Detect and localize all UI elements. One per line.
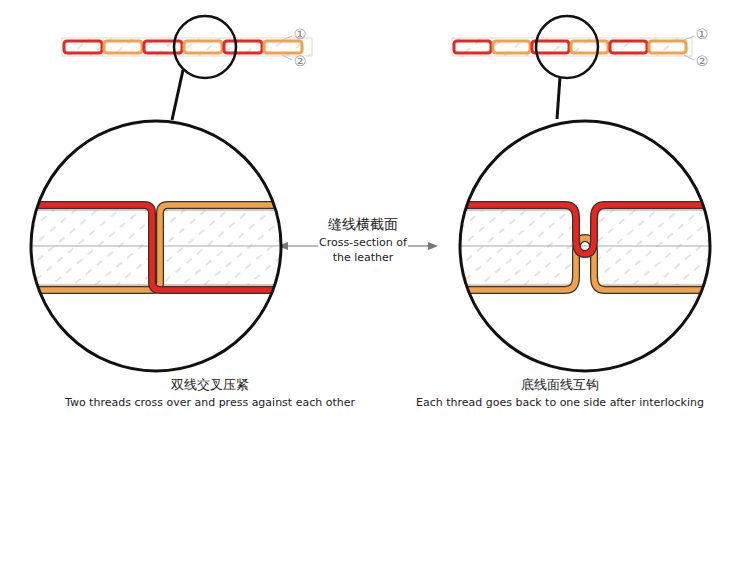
top-thread (457, 205, 713, 254)
magnified-view: 双线交叉压紧 Two threads cross over and press a… (20, 118, 400, 418)
leather-section (28, 210, 149, 285)
stitch-link (532, 41, 569, 53)
stitch-link (104, 41, 142, 53)
section-subtitle: Cross-section of the leather (316, 236, 410, 266)
stitch-link (64, 41, 102, 53)
callout-leader (282, 55, 292, 60)
callout-leader (282, 36, 292, 40)
leather-section (457, 210, 578, 285)
stitch-link (184, 41, 222, 53)
circle-shape (28, 118, 284, 374)
magnified-view: 底线面线互钩 Each thread goes back to one side … (370, 118, 750, 418)
section-title: 缝线横截面 (313, 215, 413, 234)
magnified-circle (31, 121, 281, 371)
stitch-link (493, 41, 530, 53)
arrow-head (428, 242, 438, 250)
leather-strip (62, 38, 312, 56)
magnifier-ring (536, 16, 598, 78)
top-thread (28, 205, 284, 290)
leather-strip (452, 38, 692, 56)
stitch-link (264, 41, 302, 53)
callout-number: ② (292, 53, 308, 69)
stitch-link (144, 41, 182, 53)
callout-leader (684, 36, 694, 40)
magnifier-leader (172, 70, 183, 120)
callout-number: ① (292, 26, 308, 42)
bottom-thread (28, 205, 284, 290)
stitch-link (649, 41, 686, 53)
leather-section (592, 210, 713, 285)
circle-shape (457, 118, 713, 374)
bottom-thread (457, 238, 713, 290)
callout-leader (684, 55, 694, 60)
stitch-link (454, 41, 491, 53)
magnifier-leader (557, 77, 560, 119)
callout-number: ① (694, 26, 710, 42)
magnified-circle (460, 121, 710, 371)
caption-english: Two threads cross over and press against… (20, 396, 400, 409)
caption-chinese: 双线交叉压紧 (20, 376, 400, 394)
stitch-link (224, 41, 262, 53)
leather-section (163, 210, 284, 285)
caption-english: Each thread goes back to one side after … (370, 396, 750, 409)
magnifier-ring (174, 16, 236, 78)
callout-number: ② (694, 53, 710, 69)
stitch-link (571, 41, 608, 53)
leather-center-line (457, 246, 713, 247)
stitch-link (610, 41, 647, 53)
caption-chinese: 底线面线互钩 (370, 376, 750, 394)
